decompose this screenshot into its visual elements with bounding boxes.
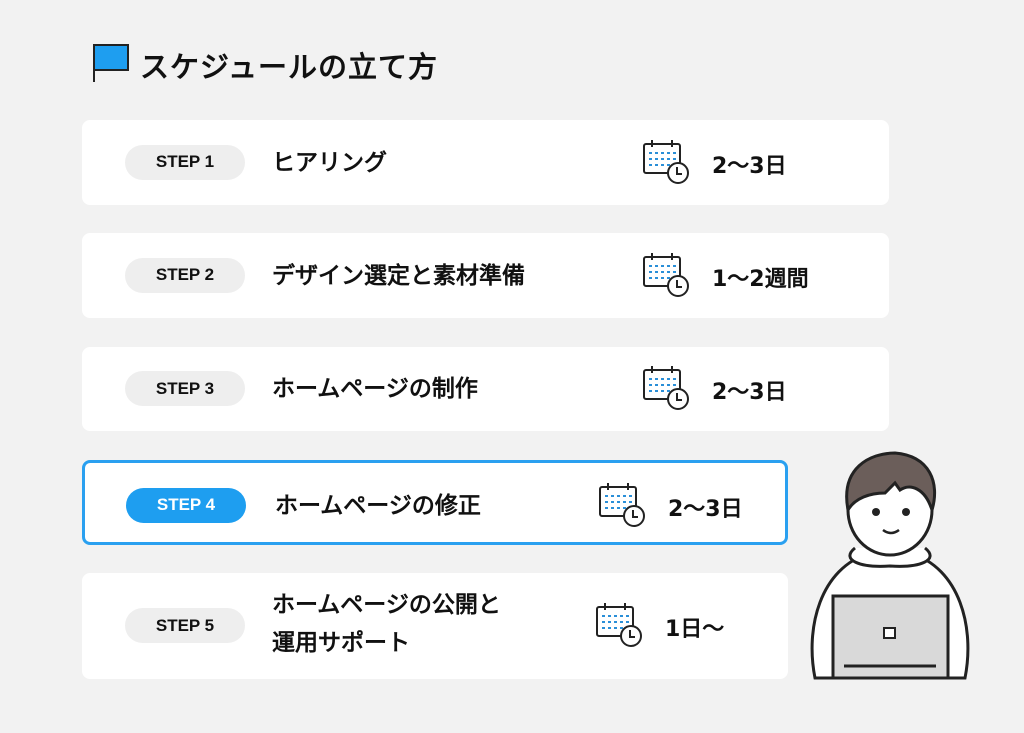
step-label: デザイン選定と素材準備 [272,257,525,295]
step-duration: 1日〜 [665,617,725,642]
step-label-line: ホームページの公開と [272,592,501,618]
step-badge: STEP 4 [126,487,246,523]
calendar-clock-icon [595,602,643,652]
step-label: ヒアリング [272,144,387,182]
person-laptop-illustration [810,451,970,680]
page-title: スケジュールの立て方 [140,50,438,84]
step-label-line: デザイン選定と素材準備 [272,262,525,289]
step-label-line: 運用サポート [272,630,410,656]
step-label-line: ヒアリング [272,149,387,176]
calendar-clock-icon [642,139,690,189]
step-duration: 2〜3日 [712,380,787,405]
step-label-line: ホームページの修正 [275,492,481,519]
step-badge: STEP 5 [125,608,245,643]
calendar-clock-icon [642,252,690,302]
step-card: STEP 1 ヒアリング 2〜3日 [82,120,889,205]
step-label: ホームページの制作 [272,370,478,408]
step-badge: STEP 3 [125,371,245,406]
step-label: ホームページの修正 [275,487,481,525]
step-label-line: ホームページの制作 [272,376,478,402]
step-card: STEP 3 ホームページの制作 2〜3日 [82,347,889,431]
flag-icon [93,44,129,82]
step-card: STEP 2 デザイン選定と素材準備 1〜2週間 [82,233,889,318]
step-card: STEP 5 ホームページの公開と運用サポート 1日〜 [82,573,788,679]
step-duration: 1〜2週間 [712,266,809,292]
step-duration: 2〜3日 [712,153,787,179]
calendar-clock-icon [598,482,646,532]
calendar-clock-icon [642,365,690,415]
step-duration: 2〜3日 [668,496,743,522]
step-label: ホームページの公開と運用サポート [272,586,501,662]
step-badge: STEP 1 [125,144,245,180]
step-card: STEP 4 ホームページの修正 2〜3日 [82,460,788,545]
step-badge: STEP 2 [125,257,245,293]
